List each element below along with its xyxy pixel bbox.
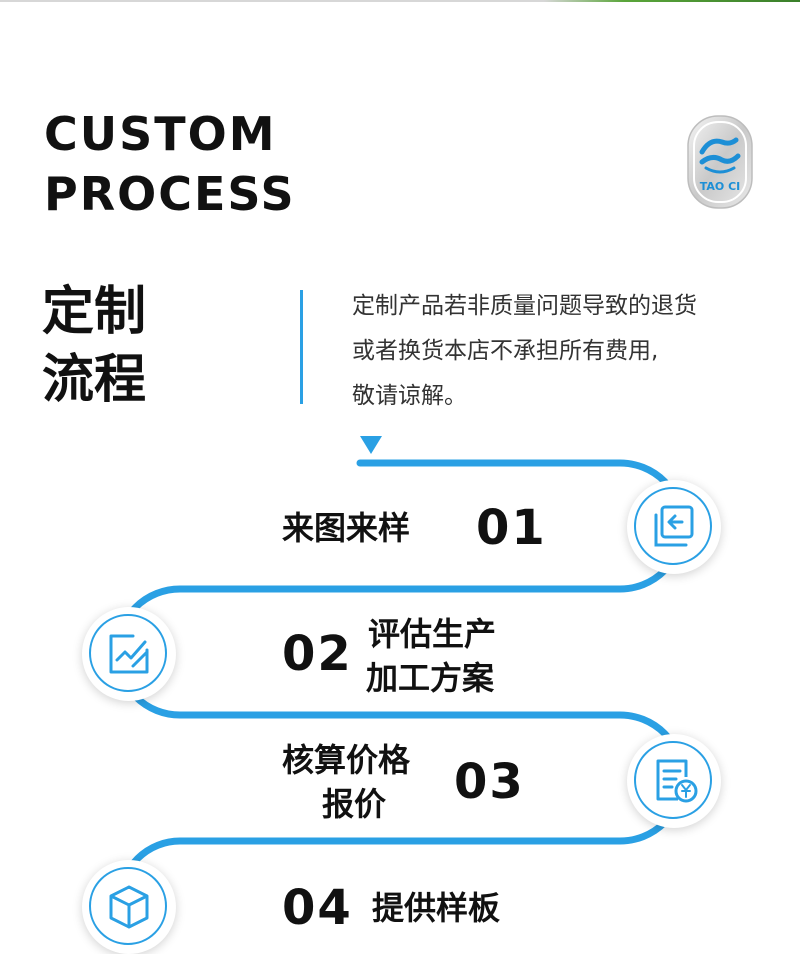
step-1-icon-badge — [627, 480, 721, 574]
vertical-divider — [300, 290, 303, 404]
notice-line-1: 定制产品若非质量问题导致的退货 — [352, 293, 697, 319]
step-1-number: 01 — [476, 500, 547, 556]
step-3-label-line-2: 报价 — [322, 785, 387, 823]
cube-box-icon — [109, 885, 149, 929]
invoice-yen-icon — [656, 759, 698, 803]
top-accent-line — [0, 0, 800, 2]
step-3-number: 03 — [454, 754, 525, 810]
return-policy-notice: 定制产品若非质量问题导致的退货 或者换货本店不承担所有费用, 敬请谅解。 — [352, 284, 772, 419]
step-2-number: 02 — [282, 626, 353, 682]
notice-line-2: 或者换货本店不承担所有费用, — [352, 338, 659, 364]
step-3-label-line-1: 核算价格 — [282, 741, 411, 779]
import-image-icon — [654, 505, 694, 547]
title-en-line-2: PROCESS — [44, 167, 296, 221]
brand-logo: TAO CI — [686, 114, 754, 210]
step-4-icon-badge — [82, 860, 176, 954]
step-2-label-line-2: 加工方案 — [366, 659, 495, 697]
notice-line-3: 敬请谅解。 — [352, 383, 467, 409]
page-title-english: CUSTOM PROCESS — [44, 104, 296, 224]
step-4-label: 提供样板 — [372, 889, 501, 927]
step-1-label: 来图来样 — [282, 509, 411, 547]
step-2-label-line-1: 评估生产 — [368, 615, 497, 653]
page-title-chinese: 定制 流程 — [42, 278, 146, 414]
title-en-line-1: CUSTOM — [44, 107, 277, 161]
brand-logo-icon: TAO CI — [687, 115, 753, 209]
edit-pen-icon — [109, 634, 149, 674]
logo-text: TAO CI — [700, 180, 741, 193]
step-2-icon-badge — [82, 607, 176, 701]
start-arrow-icon — [360, 436, 382, 454]
title-cn-line-2: 流程 — [42, 350, 147, 410]
title-cn-line-1: 定制 — [42, 282, 147, 342]
step-4-number: 04 — [282, 880, 353, 936]
step-3-icon-badge — [627, 734, 721, 828]
